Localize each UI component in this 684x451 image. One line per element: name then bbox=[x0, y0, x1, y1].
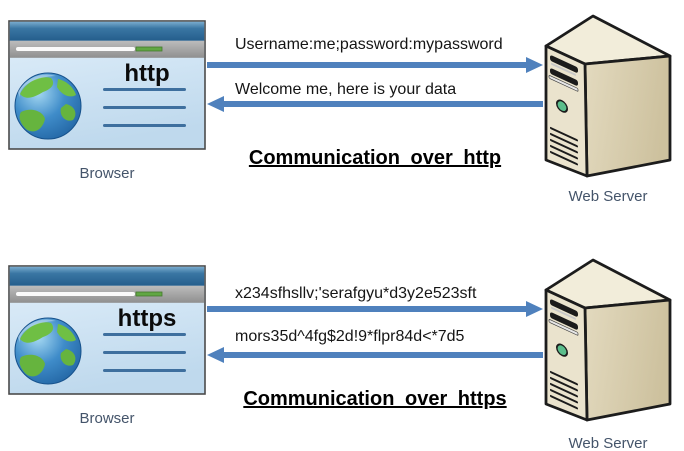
power-button-icon bbox=[555, 99, 568, 113]
server-side-face bbox=[583, 298, 672, 422]
response-arrow-shaft bbox=[223, 352, 543, 358]
browser-title-bar bbox=[9, 21, 205, 41]
response-message: Welcome me, here is your data bbox=[235, 81, 457, 98]
section-caption: Communication over https bbox=[243, 388, 507, 410]
right-arrowhead-icon bbox=[526, 301, 543, 317]
https-section: https Browser x234sfhsllv;'serafgyu*d3y2… bbox=[0, 245, 684, 451]
address-bar bbox=[16, 292, 135, 296]
drive-bay-icon bbox=[550, 312, 578, 330]
request-arrow bbox=[207, 57, 543, 73]
left-arrowhead-icon bbox=[207, 96, 224, 112]
server-tower-icon bbox=[544, 14, 672, 178]
browser-window-icon: https bbox=[8, 265, 206, 395]
server-side-face bbox=[583, 54, 672, 178]
content-lines bbox=[103, 333, 186, 372]
progress-bar bbox=[135, 291, 163, 297]
request-message: Username:me;password:mypassword bbox=[235, 36, 503, 53]
vent-lines bbox=[550, 370, 578, 410]
response-arrow bbox=[207, 347, 543, 363]
request-arrow-shaft bbox=[207, 306, 527, 312]
address-bar bbox=[16, 47, 135, 51]
drive-bay-icon bbox=[550, 68, 578, 86]
response-arrow bbox=[207, 96, 543, 112]
protocol-label: https bbox=[118, 305, 177, 332]
request-arrow bbox=[207, 301, 543, 317]
response-arrow-shaft bbox=[223, 101, 543, 107]
server-label: Web Server bbox=[568, 188, 648, 205]
drive-bay-highlight bbox=[551, 62, 576, 76]
request-arrow-shaft bbox=[207, 62, 527, 68]
browser-graphic: https bbox=[8, 265, 206, 395]
server-graphic bbox=[540, 14, 676, 186]
left-arrowhead-icon bbox=[207, 347, 224, 363]
browser-label: Browser bbox=[79, 165, 135, 182]
browser-graphic: http bbox=[8, 20, 206, 150]
globe-icon bbox=[14, 72, 82, 140]
drive-bay-highlight bbox=[551, 306, 576, 320]
server-label: Web Server bbox=[568, 435, 648, 451]
globe-icon bbox=[14, 317, 82, 385]
protocol-label: http bbox=[124, 60, 169, 87]
drive-bay-icon bbox=[550, 299, 578, 317]
server-tower-icon bbox=[544, 258, 672, 422]
browser-label: Browser bbox=[79, 410, 135, 427]
section-caption: Communication over http bbox=[248, 147, 502, 169]
power-button-icon bbox=[555, 343, 568, 357]
right-arrowhead-icon bbox=[526, 57, 543, 73]
response-message: mors35d^4fg$2d!9*flpr84d<*7d5 bbox=[235, 328, 465, 345]
browser-window-icon: http bbox=[8, 20, 206, 150]
drive-tray bbox=[548, 319, 579, 336]
http-section: http Browser Username:me;password:mypass… bbox=[0, 0, 684, 206]
drive-tray bbox=[548, 75, 579, 92]
vent-lines bbox=[550, 126, 578, 166]
browser-title-bar bbox=[9, 266, 205, 286]
content-lines bbox=[103, 88, 186, 127]
request-message: x234sfhsllv;'serafgyu*d3y2e523sft bbox=[235, 285, 477, 302]
drive-bay-icon bbox=[550, 55, 578, 73]
server-graphic bbox=[540, 258, 676, 430]
progress-bar bbox=[135, 46, 163, 52]
